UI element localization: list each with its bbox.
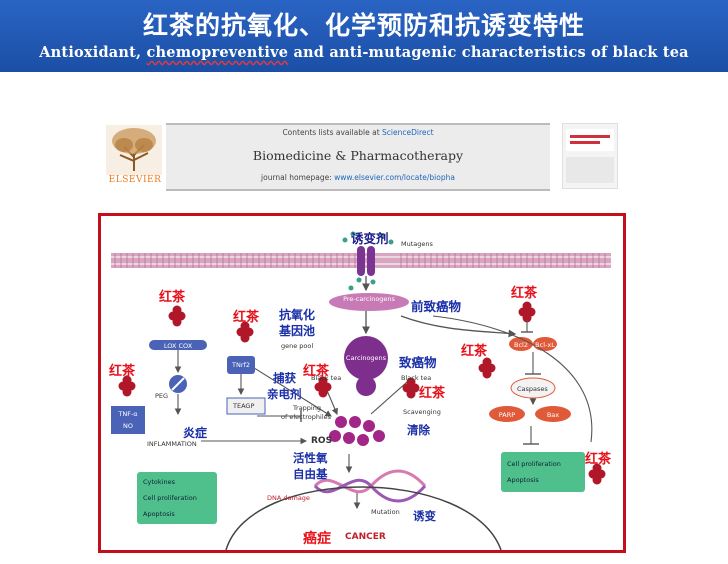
mutation-label-cn: 诱变 [413,509,436,523]
apoptosis-label-left: Apoptosis [143,510,175,518]
dna-damage-label-en: DNA damage [267,494,310,502]
cell-prolif-label-right: Cell proliferation [507,460,561,468]
cytokines-label-left: Cytokines [143,478,175,486]
homepage-prefix: journal homepage: [261,173,335,182]
carcinogens-label-cn: 致癌物 [399,355,437,370]
red-tea-label-5: 红茶 [419,386,446,401]
black-tea-label-left: Black tea [311,374,342,382]
black-tea-label-right: Black tea [401,374,432,382]
pathway-diagram-graphics [111,231,611,550]
subtitle-spellcheck-word: chemopreventive [146,44,289,61]
caspases-label: Caspases [517,385,548,393]
trap-label-cn-2: 亲电剂 [267,387,302,401]
dna-helix [313,469,427,503]
lox-cox-label: LOX COX [163,342,193,350]
red-tea-label-4: 红茶 [303,364,330,379]
membrane-channel [357,246,375,276]
journal-cover-thumbnail [562,123,618,189]
teagp-box [226,397,266,415]
ros-label-cn-1: 活性氧 [293,451,328,465]
bclxl-label: Bcl-xL [535,341,555,349]
cancer-label-cn: 癌症 [303,531,331,547]
mutagen-particles [342,231,394,291]
parp-label: PARP [498,411,516,419]
tnrf2-box [227,356,255,374]
cell-prolif-label-left: Cell proliferation [143,494,197,502]
journal-banner-box [166,123,550,191]
arrow-to-ros-left [250,365,332,417]
contents-line: Contents lists available at ScienceDirec… [166,128,550,137]
pge2-label: PEG [155,392,169,400]
trapping-label-en-2: of electrophiles [281,413,332,421]
journal-name: Biomedicine & Pharmacotherapy [252,148,464,163]
carcinogens-node [344,336,388,380]
arrow-scavenging [370,381,408,415]
bax-label: Bax [546,411,560,419]
precarcinogens-label-cn: 前致癌物 [411,299,462,314]
cell-nucleus-outline [225,486,502,550]
bcl2-node [509,337,533,351]
black-tea-berry-icons [118,301,606,485]
scavenging-label-en: Scavenging [403,408,441,416]
red-tea-label-1: 红茶 [159,290,186,305]
sciencedirect-link[interactable]: ScienceDirect [382,128,434,137]
tnrf2-label: TNrf2 [232,361,250,369]
homepage-line: journal homepage: www.elsevier.com/locat… [166,173,550,182]
pathway-diagram-frame: Mutagens Pre-carcinogens Carcinogens gen… [98,213,626,553]
arrow-precarcinogens-to-right [400,315,517,338]
carcinogens-label-en: Carcinogens [345,354,387,362]
parp-node [489,406,525,422]
journal-banner: ELSEVIER Contents lists available at Sci… [104,123,550,191]
publisher-logo-text: ELSEVIER [108,175,162,185]
lox-cox-bar [149,340,207,350]
antioxidant-label-cn-2: 基因池 [279,324,316,338]
red-tea-label-7: 红茶 [461,344,488,359]
slide-header: 红茶的抗氧化、化学预防和抗诱变特性 Antioxidant, chemoprev… [0,0,728,72]
precarcinogens-label-en: Pre-carcinogens [343,295,395,303]
tnf-label: TNF-α [118,410,138,418]
trap-label-cn-1: 捕获 [273,371,296,385]
gene-pool-label-en: gene pool [281,342,314,350]
scavenging-label-cn: 清除 [407,423,430,437]
mutation-label-en: Mutation [371,508,400,516]
cancer-label-en: CANCER [345,532,386,542]
apoptosis-label-right: Apoptosis [507,476,539,484]
mutagen-label-cn: 诱变剂 [351,231,389,246]
slide-title: 红茶的抗氧化、化学预防和抗诱变特性 [142,11,585,40]
slide-subtitle: Antioxidant, chemopreventive and anti-mu… [0,44,728,61]
mutagens-label-en: Mutagens [401,240,433,248]
ros-label-en: ROS [311,436,333,446]
red-tea-label-2: 红茶 [233,310,260,325]
carcinogens-lower-node [356,376,376,396]
contents-prefix: Contents lists available at [282,128,383,137]
subtitle-part-2: and anti-mutagenic characteristics of bl… [288,44,689,61]
subtitle-part-1: Antioxidant, [39,44,147,61]
bax-node [535,406,571,422]
right-outcome-box [501,452,585,492]
arrow-right-to-cell [432,315,593,443]
ros-cluster [329,416,385,446]
teagp-label: TEAGP [233,402,255,410]
trapping-label-en-1: Trapping [293,404,321,412]
red-tea-label-8: 红茶 [585,452,612,467]
bcl2-label: Bcl2 [514,341,528,349]
elsevier-tree-logo [106,125,162,175]
tnf-no-box [111,406,145,434]
membrane-stripes [114,253,606,268]
precarcinogens-node [329,293,409,311]
red-tea-label-3: 红茶 [109,364,136,379]
left-outcome-box [137,472,217,524]
homepage-url[interactable]: www.elsevier.com/locate/biopha [334,173,455,182]
inflammation-label-en: INFLAMMATION [147,440,197,448]
no-label: NO [123,422,133,430]
ros-label-cn-2: 自由基 [293,467,328,481]
antioxidant-label-cn-1: 抗氧化 [279,308,316,322]
inflammation-label-cn: 炎症 [183,426,208,440]
red-tea-label-6: 红茶 [511,286,538,301]
